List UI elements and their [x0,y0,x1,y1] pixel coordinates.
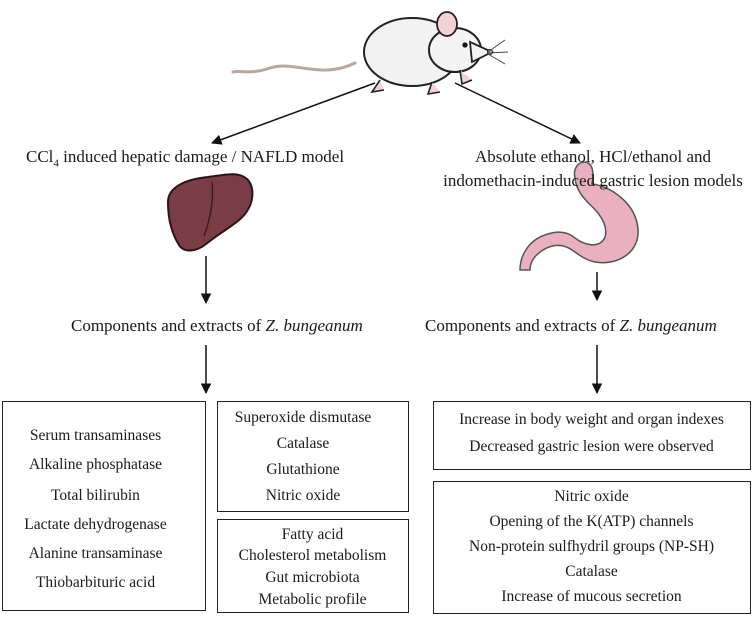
gastric-mechanism-box: Nitric oxide Opening of the K(ATP) chann… [433,481,751,614]
list-item: Alkaline phosphatase [28,456,162,473]
gastric-components-label: Components and extracts of Z. bungeanum [425,316,717,335]
list-item: Fatty acid [281,526,344,543]
list-item: Non-protein sulfhydril groups (NP-SH) [469,538,714,555]
metabolism-box: Fatty acid Cholesterol metabolism Gut mi… [217,519,409,613]
arrow-rat-to-gastric-model [454,82,581,144]
gastric-model-title: Absolute ethanol, HCl/ethanol and indome… [443,147,743,190]
stomach-icon [519,161,639,271]
list-item: Nitric oxide [554,488,629,505]
list-item: Cholesterol metabolism [238,547,387,564]
list-item: Alanine transaminase [28,545,163,562]
list-item: Decreased gastric lesion were observed [469,438,714,455]
list-item: Opening of the K(ATP) channels [489,513,694,530]
list-item: Total bilirubin [51,487,140,504]
list-item: Increase of mucous secretion [501,588,682,605]
list-item: Increase in body weight and organ indexe… [459,411,724,428]
list-item: Superoxide dismutase [234,409,372,426]
liver-components-label: Components and extracts of Z. bungeanum [71,316,363,335]
rat-icon [231,11,509,96]
liver-icon [166,173,254,252]
list-item: Metabolic profile [258,591,367,608]
arrow-rat-to-liver-model [211,82,376,145]
list-item: Gut microbiota [265,569,360,586]
list-item: Lactate dehydrogenase [24,516,167,533]
gastric-outcome-box: Increase in body weight and organ indexe… [433,401,751,470]
decreased-markers-box: Serum transaminases Alkaline phosphatase… [2,401,206,611]
increased-markers-box: Superoxide dismutase Catalase Glutathion… [217,401,409,512]
list-item: Catalase [276,435,330,452]
list-item: Nitric oxide [265,487,341,504]
list-item: Thiobarbituric acid [35,574,156,591]
list-item: Catalase [565,563,618,580]
liver-model-title: CCl4 induced hepatic damage / NAFLD mode… [26,147,345,170]
list-item: Serum transaminases [29,427,162,444]
list-item: Glutathione [266,461,340,478]
